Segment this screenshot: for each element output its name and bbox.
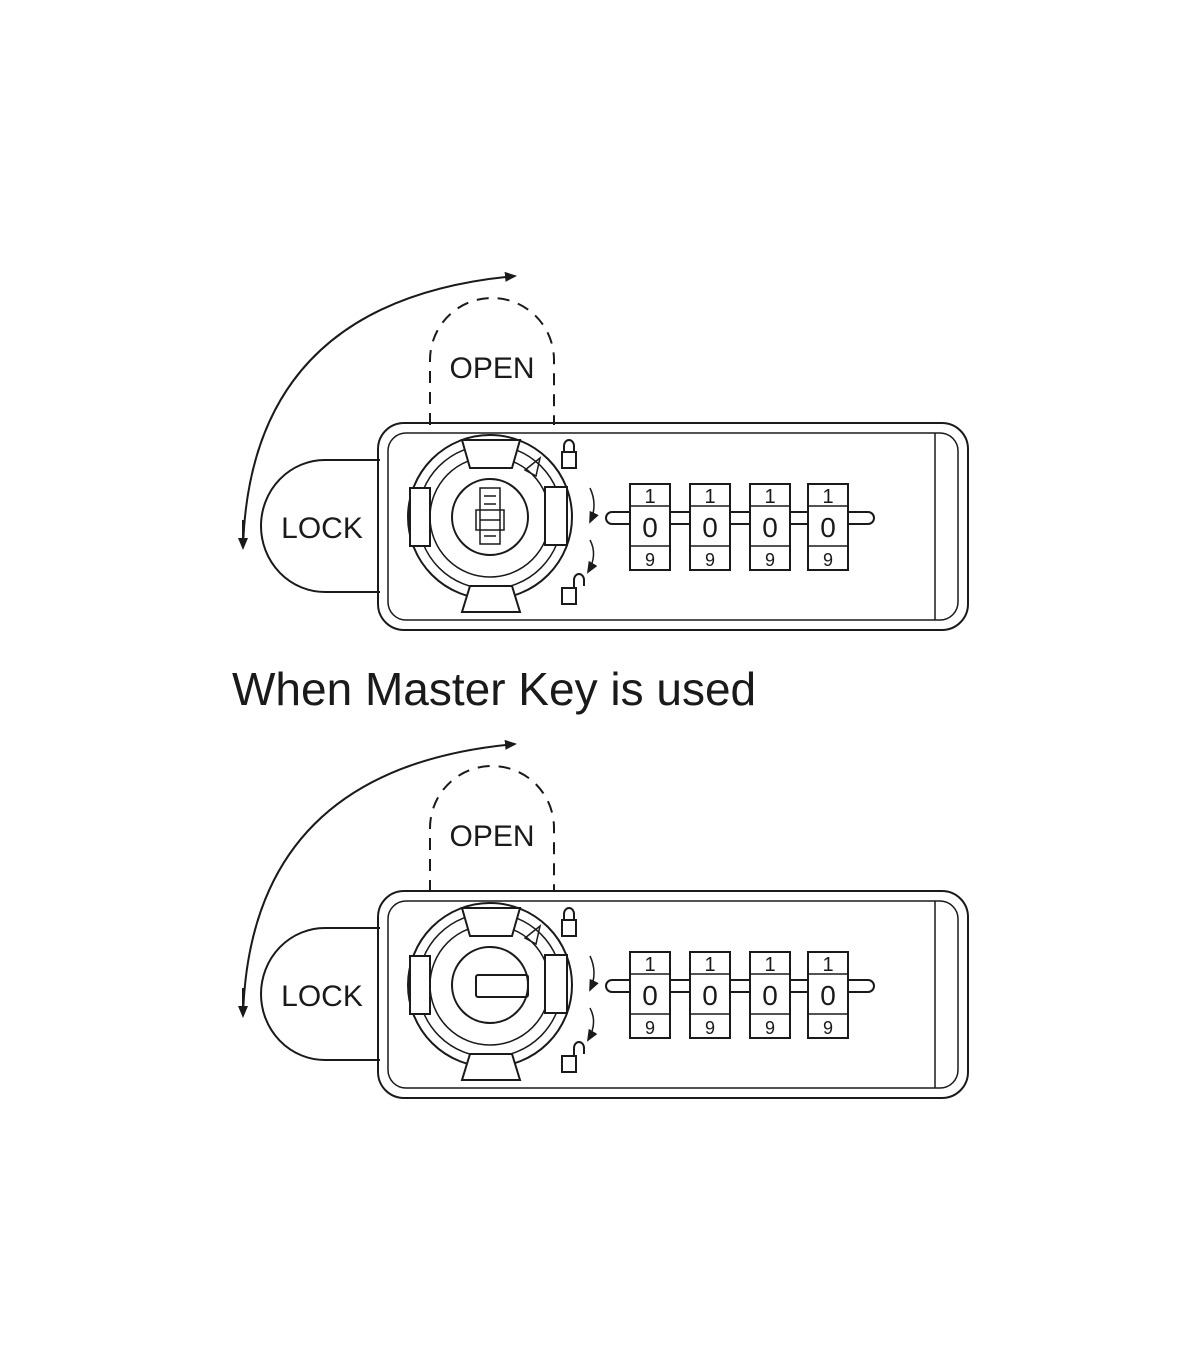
padlock-closed-icon [561, 907, 577, 937]
wheel-upper-digit: 1 [764, 486, 775, 508]
open-label: OPEN [449, 352, 534, 385]
lock-handle [260, 459, 380, 593]
wheel-upper-digit: 1 [822, 486, 833, 508]
wheel-lower-digit: 9 [765, 550, 775, 570]
key-dial[interactable] [407, 434, 573, 613]
wheel-upper-digit: 1 [822, 954, 833, 976]
lock-handle [260, 927, 380, 1061]
lock-view-bottom: OPEN LOCK [238, 739, 969, 1099]
lock-body [377, 890, 969, 1099]
combination-wheel[interactable]: 1 0 9 [807, 483, 849, 571]
wheel-upper-digit: 1 [704, 954, 715, 976]
wheel-lower-digit: 9 [765, 1018, 775, 1038]
open-handle-outline [429, 297, 555, 425]
wheel-current-digit: 0 [642, 512, 658, 543]
swing-arc-arrow [242, 271, 517, 549]
wheel-current-digit: 0 [762, 980, 778, 1011]
combination-wheel[interactable]: 1 0 9 [749, 483, 791, 571]
combination-wheel[interactable]: 1 0 9 [629, 483, 671, 571]
combination-wheel[interactable]: 1 0 9 [689, 483, 731, 571]
master-key-slot [475, 974, 529, 998]
wheel-current-digit: 0 [762, 512, 778, 543]
wheel-lower-digit: 9 [705, 1018, 715, 1038]
swing-arc-arrow [242, 739, 517, 1017]
wheel-lower-digit: 9 [823, 1018, 833, 1038]
padlock-open-icon [561, 1041, 585, 1073]
lock-view-top: OPEN LOCK [238, 271, 969, 631]
combination-wheel[interactable]: 1 0 9 [749, 951, 791, 1039]
open-label: OPEN [449, 820, 534, 853]
padlock-open-icon [561, 573, 585, 605]
combination-wheel[interactable]: 1 0 9 [807, 951, 849, 1039]
diagram-caption: When Master Key is used [232, 663, 757, 715]
wheel-upper-digit: 1 [764, 954, 775, 976]
combination-wheels: 1 0 9 1 0 9 1 0 9 [629, 483, 849, 571]
wheel-lower-digit: 9 [645, 1018, 655, 1038]
wheel-current-digit: 0 [820, 512, 836, 543]
rotate-arrow-icon [586, 487, 599, 574]
wheel-current-digit: 0 [820, 980, 836, 1011]
padlock-closed-icon [561, 439, 577, 469]
wheel-lower-digit: 9 [823, 550, 833, 570]
rotate-arrow-icon [586, 955, 599, 1042]
combination-wheel[interactable]: 1 0 9 [629, 951, 671, 1039]
wheel-current-digit: 0 [702, 980, 718, 1011]
wheel-lower-digit: 9 [645, 550, 655, 570]
wheel-upper-digit: 1 [644, 954, 655, 976]
wheel-current-digit: 0 [702, 512, 718, 543]
open-handle-outline [429, 765, 555, 892]
wheel-current-digit: 0 [642, 980, 658, 1011]
lock-body [377, 422, 969, 631]
wheel-lower-digit: 9 [705, 550, 715, 570]
lock-label: LOCK [281, 512, 363, 545]
combination-wheels: 1 0 9 1 0 9 1 0 9 [629, 951, 849, 1039]
key-dial[interactable] [407, 902, 573, 1081]
combination-wheel[interactable]: 1 0 9 [689, 951, 731, 1039]
wheel-upper-digit: 1 [644, 486, 655, 508]
lock-label: LOCK [281, 980, 363, 1013]
wheel-upper-digit: 1 [704, 486, 715, 508]
